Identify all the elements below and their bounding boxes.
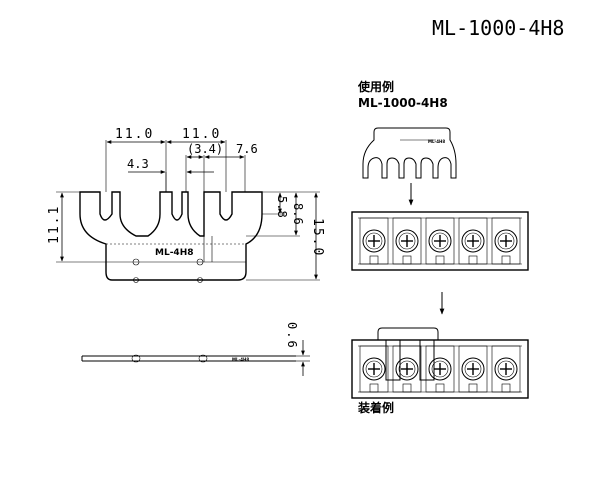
dim-gap: (3.4) (187, 142, 223, 156)
mini-jumper: ML-4H8 (362, 127, 457, 179)
screw-icon (362, 357, 386, 381)
terminal-block-installed (351, 339, 529, 399)
terminal-block-top (351, 211, 529, 271)
example-model: ML-1000-4H8 (358, 96, 448, 110)
screw-icon (494, 229, 518, 253)
block-body (351, 339, 529, 399)
dim-slot-width: 4.3 (127, 157, 149, 171)
screw-icon (428, 357, 452, 381)
dim-slot-depth: 5.8 (275, 196, 289, 218)
example-heading: 使用例 (357, 79, 394, 94)
drawing-title: ML-1000-4H8 (432, 16, 564, 40)
part-marking: ML-4H8 (155, 248, 193, 258)
side-view: ML-4H8 (81, 354, 296, 363)
installed-label: 装着例 (357, 400, 394, 415)
mini-jumper-marking: ML-4H8 (428, 139, 445, 144)
side-marking: ML-4H8 (232, 357, 249, 362)
screw-icon (395, 357, 419, 381)
dim-pitch-left: 11.0 (115, 127, 154, 142)
dim-inner-height: 8.6 (291, 203, 305, 225)
screw-icon (362, 229, 386, 253)
screw-icon (494, 357, 518, 381)
installed-jumper (377, 327, 439, 381)
dim-total-height: 15.0 (310, 218, 325, 257)
front-view: ML-4H8 (79, 191, 263, 283)
dim-side-height: 11.1 (47, 205, 62, 244)
dim-offset: 7.6 (236, 142, 258, 156)
screw-icon (461, 357, 485, 381)
screw-icon (461, 229, 485, 253)
part-outline (79, 191, 263, 281)
dim-thickness: 0.6 (285, 322, 299, 350)
screw-icon (395, 229, 419, 253)
dim-pitch-right: 11.0 (182, 127, 221, 142)
screw-icon (428, 229, 452, 253)
block-body (351, 211, 529, 271)
